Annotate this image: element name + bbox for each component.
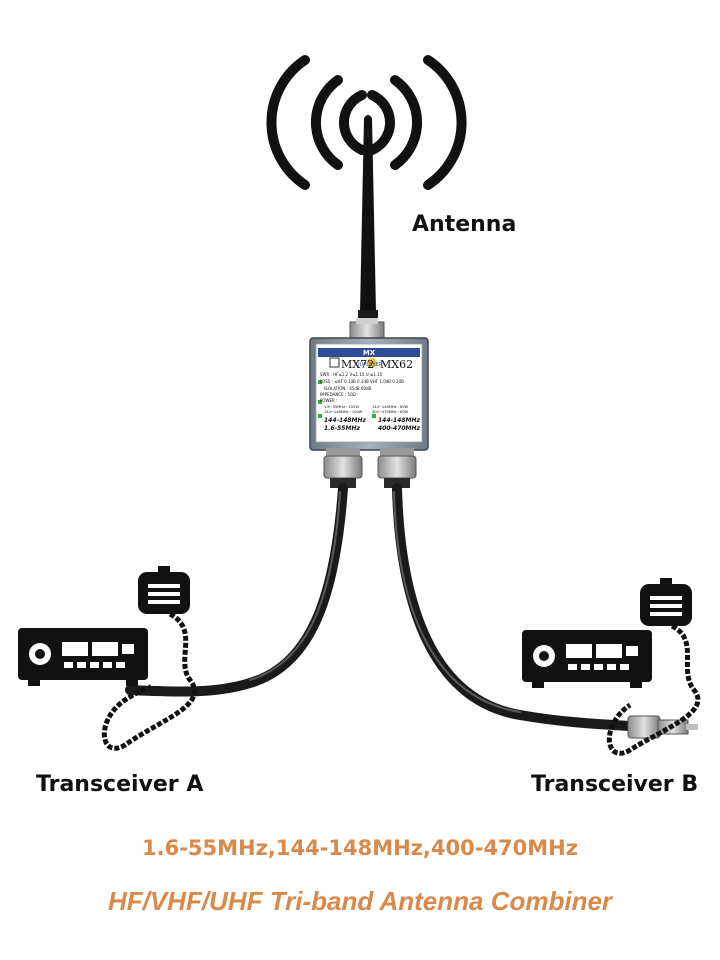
duplexer-label-text: MX DUPLEXER MX72 MX62 SWR : HF≤1.2 V≤1.1… — [320, 349, 421, 432]
transceiver-a-label: Transceiver A — [36, 772, 204, 797]
spec-isolation: ISOLATION : 45dB 60dB — [324, 386, 372, 391]
radio-waves-icon — [266, 55, 467, 190]
spec-power-label: POWER : — [320, 398, 337, 403]
transceiver-b-label: Transceiver B — [531, 772, 699, 797]
port-left-band-2: 1.6-55MHz — [324, 425, 360, 432]
port-right-band-1: 144-148MHz — [378, 417, 421, 424]
port-left-band-1: 144-148MHz — [324, 417, 367, 424]
antenna-label: Antenna — [412, 212, 517, 237]
transceiver-a-icon — [18, 628, 148, 686]
port-connectors — [323, 448, 417, 488]
device-type: DUPLEXER — [356, 362, 383, 368]
spec-power-4: 400~470MHz : 60W — [372, 410, 408, 414]
spec-loss: LOSS : ≤HF 0.1dB 0.1dB VHF 1.0dB 0.1dB — [320, 379, 404, 384]
microphone-a-icon — [101, 566, 198, 751]
spec-power-3: 144~148MHz : 100W — [324, 410, 363, 414]
frequency-bands: 1.6-55MHz,144-148MHz,400-470MHz — [142, 836, 578, 860]
antenna-connector — [349, 318, 385, 341]
port-right-band-2: 400-470MHz — [378, 425, 421, 432]
transceiver-b-icon — [522, 630, 652, 688]
coax-cables — [125, 483, 635, 731]
model-right: MX62 — [380, 358, 413, 371]
spec-power-1: 1.6~55MHz : 100W — [324, 405, 359, 409]
spec-impedance: IMPEDANCE : 50Ω — [320, 392, 356, 397]
product-title: HF/VHF/UHF Tri-band Antenna Combiner — [107, 886, 613, 916]
coax-highlights — [249, 491, 521, 713]
microphone-b-icon — [606, 578, 701, 756]
spec-power-2: 144~148MHz : 60W — [372, 405, 408, 409]
model-left: MX72 — [341, 358, 374, 371]
pl259-connector — [627, 715, 698, 739]
device-brand: MX — [363, 349, 376, 357]
duplexer-box — [309, 337, 429, 451]
spec-swr: SWR : HF≤1.2 V≤1.15 U ≤1.15 — [320, 372, 383, 377]
